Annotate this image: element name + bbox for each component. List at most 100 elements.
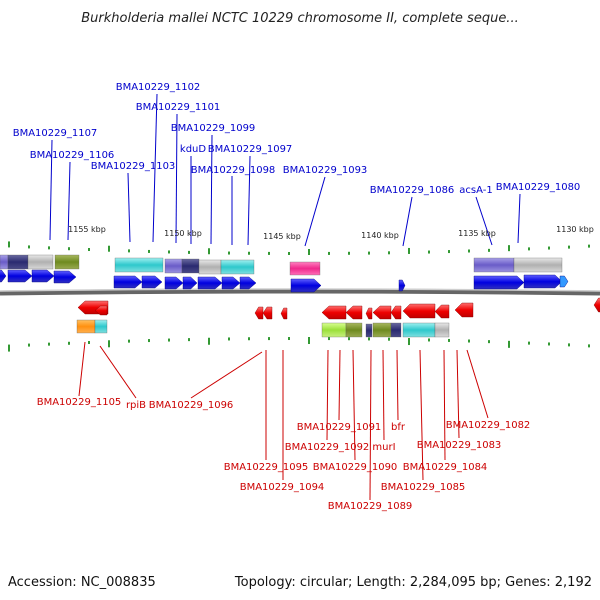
ruler-tick (488, 248, 490, 252)
forward-gene-arrow (53, 270, 77, 284)
tick-label: 1155 kbp (68, 225, 106, 234)
ruler-tick (368, 251, 370, 255)
ruler-tick (228, 337, 230, 341)
ruler-tick (128, 339, 130, 343)
ruler-tick (468, 339, 470, 343)
ruler-tick (268, 337, 270, 341)
gene-label[interactable]: kduD (180, 144, 206, 155)
ruler-tick (48, 342, 50, 346)
gene-label[interactable]: BMA10229_1103 (91, 161, 176, 172)
ruler-tick (428, 250, 430, 254)
gene-label[interactable]: BMA10229_1094 (240, 482, 325, 493)
ruler-tick (148, 249, 150, 253)
forward-gene-arrow (290, 278, 322, 293)
tick-label: 1150 kbp (164, 229, 202, 238)
ruler-tick (288, 337, 290, 341)
label-leader (396, 349, 399, 421)
label-leaders (49, 93, 521, 501)
gene-label[interactable]: BMA10229_1107 (13, 128, 98, 139)
label-leader (419, 349, 424, 481)
ruler-tick (328, 337, 330, 341)
ruler-tick (408, 247, 410, 254)
cog-bar (114, 257, 164, 273)
forward-gene-arrow (221, 276, 241, 290)
ruler-tick (208, 248, 210, 255)
gene-label[interactable]: BMA10229_1085 (381, 482, 466, 493)
label-leader (443, 349, 446, 461)
gene-label[interactable]: BMA10229_1080 (496, 182, 581, 193)
gene-label[interactable]: BMA10229_1099 (171, 123, 256, 134)
ruler-tick (248, 337, 250, 341)
forward-gene-arrow (473, 275, 525, 290)
accession-text: Accession: NC_008835 (8, 575, 156, 590)
cog-bar (164, 258, 183, 274)
ruler-tick (468, 249, 470, 253)
ruler-tick (8, 241, 10, 248)
gene-label[interactable]: BMA10229_1095 (224, 462, 309, 473)
gene-label[interactable]: BMA10229_1090 (313, 462, 398, 473)
label-leader (402, 196, 413, 247)
label-leader (190, 351, 263, 399)
ruler-tick (108, 340, 110, 348)
tick-marks (8, 241, 590, 352)
reverse-gene-arrow (434, 304, 450, 319)
reverse-gene-arrow (390, 305, 402, 320)
gene-label[interactable]: murI (372, 442, 395, 453)
ruler-tick (568, 343, 570, 347)
gene-label[interactable]: BMA10229_1089 (328, 501, 413, 512)
reverse-gene-arrow (94, 305, 108, 316)
ruler-tick (528, 247, 530, 251)
forward-gene-arrow (197, 276, 223, 290)
ruler-tick (428, 338, 430, 342)
ruler-tick (168, 338, 170, 342)
ruler-tick (408, 338, 410, 346)
reverse-gene-arrow (372, 305, 392, 320)
gene-label[interactable]: acsA-1 (459, 185, 492, 196)
ruler-tick (268, 251, 270, 255)
genome-summary: Topology: circular; Length: 2,284,095 bp… (234, 575, 592, 590)
gene-label[interactable]: BMA10229_1092 (285, 442, 370, 453)
gene-label[interactable]: BMA10229_1091 (297, 422, 382, 433)
cog-bar (372, 322, 392, 338)
reverse-gene-arrow (345, 305, 363, 320)
ruler-tick (328, 251, 330, 255)
ruler-tick (8, 344, 10, 352)
gene-label[interactable]: rpiB (126, 400, 146, 411)
gene-label[interactable]: BMA10229_1106 (30, 150, 115, 161)
gene-label[interactable]: BMA10229_1102 (116, 82, 201, 93)
cog-bar (198, 259, 222, 275)
label-leader (210, 134, 213, 245)
gene-label[interactable]: BMA10229_1082 (446, 420, 531, 431)
gene-label[interactable]: BMA10229_1097 (208, 144, 293, 155)
ruler-tick (568, 245, 570, 249)
tick-label: 1140 kbp (361, 231, 399, 240)
ruler-tick (188, 338, 190, 342)
forward-gene-arrow (398, 279, 406, 292)
gene-label[interactable]: BMA10229_1093 (283, 165, 368, 176)
gene-label[interactable]: bfr (391, 422, 406, 433)
ruler-tick (288, 251, 290, 255)
gene-label[interactable]: BMA10229_1083 (417, 440, 502, 451)
cog-bar (473, 257, 515, 273)
reverse-gene-arrow (402, 303, 436, 319)
label-leader (466, 349, 489, 419)
ruler-tick (348, 337, 350, 341)
forward-gene-arrow (0, 269, 7, 283)
ruler-tick (108, 245, 110, 252)
forward-gene-arrow (164, 276, 184, 290)
cog-bar (181, 258, 200, 274)
cog-bar (76, 319, 96, 334)
tick-label: 1135 kbp (458, 229, 496, 238)
ruler-tick (528, 341, 530, 345)
gene-label[interactable]: BMA10229_1086 (370, 185, 455, 196)
gene-label[interactable]: BMA10229_1096 (149, 400, 234, 411)
cog-bar (220, 259, 255, 275)
gene-label[interactable]: BMA10229_1105 (37, 397, 122, 408)
gene-label[interactable]: BMA10229_1084 (403, 462, 488, 473)
ruler-tick (508, 245, 510, 252)
cog-bar (54, 254, 80, 270)
forward-gene-arrow (7, 269, 33, 283)
gene-label[interactable]: BMA10229_1101 (136, 102, 221, 113)
gene-label[interactable]: BMA10229_1098 (191, 165, 276, 176)
